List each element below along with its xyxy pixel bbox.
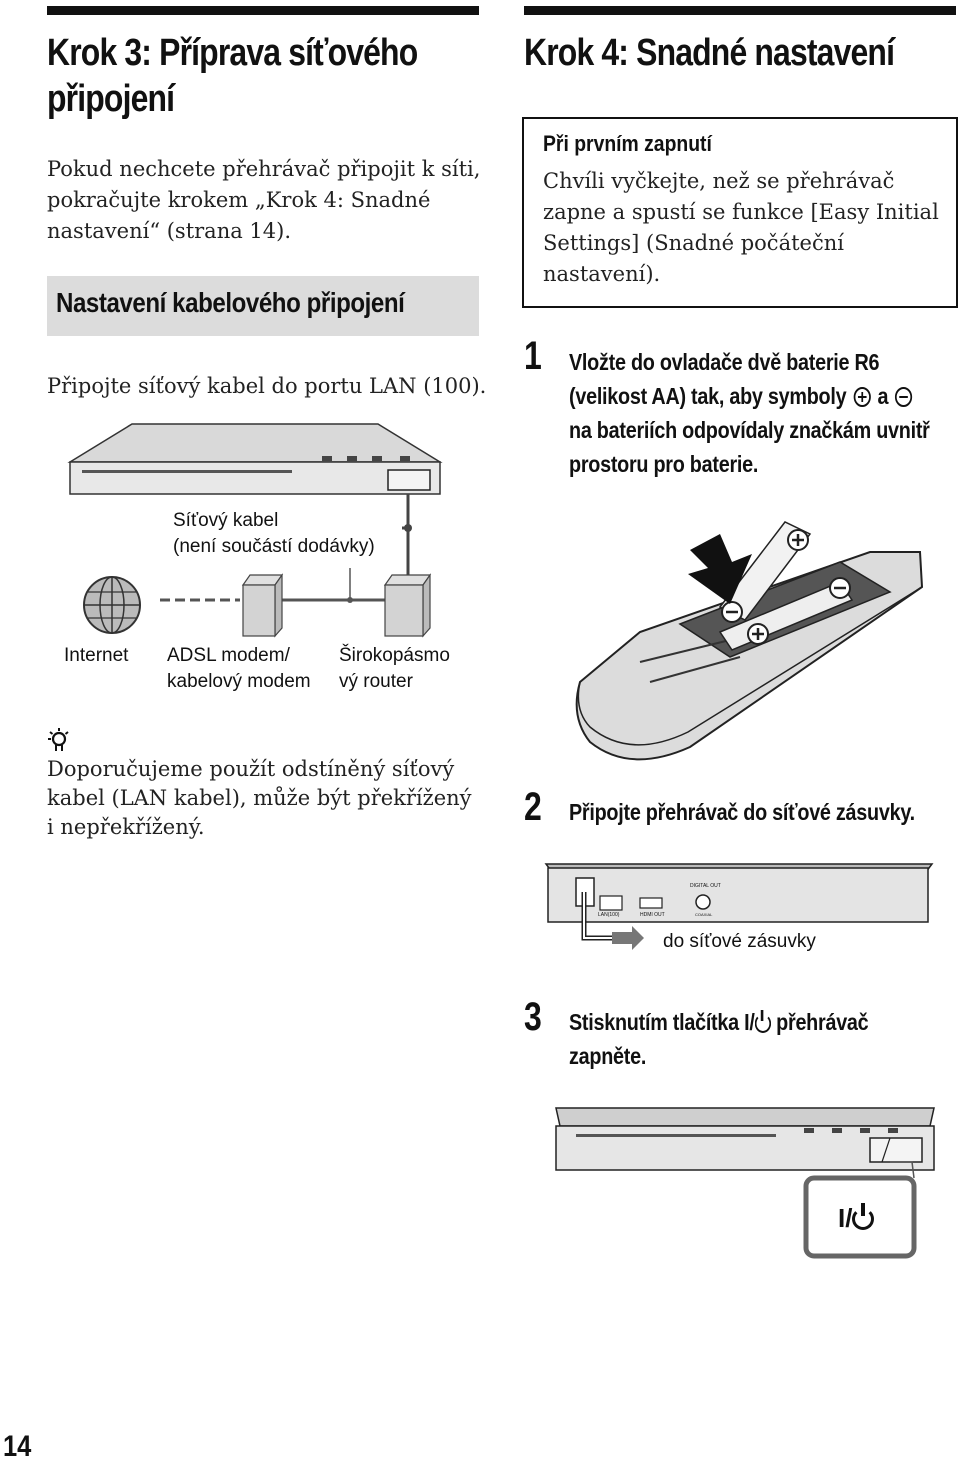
- player-button: [347, 456, 357, 461]
- router-device: [383, 573, 432, 638]
- page-number: 14: [3, 1430, 32, 1463]
- lan-port: [599, 895, 623, 911]
- remote-battery-illustration: [575, 521, 924, 761]
- power-callout-prefix: I/: [838, 1203, 853, 1233]
- cable-label-line2: (není součástí dodávky): [173, 536, 375, 557]
- player-button: [804, 1128, 814, 1133]
- step3-line1b: přehrávač: [776, 1009, 869, 1035]
- rear-digital-label: DIGITAL OUT: [690, 883, 721, 889]
- player-button: [400, 456, 410, 461]
- player-front: [69, 461, 441, 495]
- player-button: [860, 1128, 870, 1133]
- network-diagram: [67, 423, 443, 638]
- player-front-illustration: [555, 1107, 935, 1259]
- connect-text: Připojte síťový kabel do portu LAN (100)…: [47, 374, 487, 398]
- player-rear-panel: [547, 867, 929, 923]
- player-button: [832, 1128, 842, 1133]
- step1-line4: prostoru pro baterie.: [569, 451, 759, 477]
- step2-number: 2: [524, 785, 542, 829]
- rear-coaxial-label: COAXIAL: [695, 912, 713, 917]
- player-top: [67, 423, 443, 463]
- tip-line: Doporučujeme použít odstíněný síťový: [47, 757, 455, 781]
- lan-cable: [402, 494, 410, 530]
- power-symbol-prefix: I/: [744, 1009, 755, 1035]
- intro-line: nastavení“ (strana 14).: [47, 219, 292, 243]
- internet-globe-icon: [83, 576, 141, 634]
- intro-line: pokračujte krokem „Krok 4: Snadné: [47, 188, 431, 212]
- right-title-text: Krok 4: Snadné nastavení: [524, 32, 895, 74]
- router-label-line2: vý router: [339, 671, 413, 692]
- left-intro: Pokud nechcete přehrávač připojit k síti…: [47, 154, 487, 247]
- right-title: Krok 4: Snadné nastavení: [524, 30, 960, 76]
- wired-setup-subhead-text: Nastavení kabelového připojení: [56, 287, 405, 318]
- insert-arrow-icon: [688, 534, 752, 604]
- router-label-line1: Širokopásmo: [339, 645, 450, 666]
- tip-text: Doporučujeme použít odstíněný síťový kab…: [47, 755, 472, 842]
- cable-label: Síťový kabel (není součástí dodávky): [173, 508, 375, 560]
- hdmi-port: [639, 897, 663, 909]
- cable-label-line1: Síťový kabel: [173, 510, 279, 531]
- step1-line3: na bateriích odpovídaly značkám uvnitř: [569, 417, 930, 443]
- tip-line: i nepřekřížený.: [47, 815, 205, 839]
- minus-symbol-icon: [895, 387, 913, 407]
- step1-text: Vložte do ovladače dvě baterie R6 (velik…: [569, 345, 930, 481]
- tip-lightbulb-icon: [48, 728, 69, 751]
- power-callout-label: I/: [838, 1203, 875, 1234]
- left-top-rule: [47, 6, 479, 15]
- step1-line2b: a: [877, 383, 889, 409]
- player-panel: [387, 469, 431, 491]
- box-line: Chvíli vyčkejte, než se přehrávač: [543, 169, 895, 193]
- step3-number: 3: [524, 995, 542, 1039]
- step1-line2: (velikost AA) tak, aby symboly a: [569, 379, 930, 413]
- left-title-line2: připojení: [47, 78, 175, 120]
- power-button-symbol: I/: [744, 1009, 776, 1035]
- player-panel: [869, 1137, 923, 1163]
- player-button: [888, 1128, 898, 1133]
- modem-label: ADSL modem/ kabelový modem: [167, 643, 311, 695]
- disc-slot: [82, 470, 292, 473]
- battery-lying: [718, 577, 854, 651]
- rear-hdmi-label: HDMI OUT: [640, 912, 665, 918]
- internet-label: Internet: [64, 645, 129, 666]
- battery-inserting: [718, 521, 812, 623]
- modem-label-line1: ADSL modem/: [167, 645, 290, 666]
- step2-text: Připojte přehrávač do síťové zásuvky.: [569, 799, 915, 825]
- box-line: Settings] (Snadné počáteční: [543, 231, 844, 255]
- box-body: Chvíli vyčkejte, než se přehrávač zapne …: [543, 166, 939, 290]
- step1-line2a: (velikost AA) tak, aby symboly: [569, 383, 847, 409]
- outlet-arrow-icon: [612, 926, 644, 950]
- player-button: [322, 456, 332, 461]
- left-title-line1: Krok 3: Příprava síťového: [47, 32, 418, 74]
- left-title: Krok 3: Příprava síťového připojení: [47, 30, 488, 122]
- step3-text: Stisknutím tlačítka I/ přehrávač zapněte…: [569, 1005, 869, 1073]
- step3-line1a: Stisknutím tlačítka: [569, 1009, 739, 1035]
- intro-line: Pokud nechcete přehrávač připojit k síti…: [47, 157, 481, 181]
- box-line: nastavení).: [543, 262, 661, 286]
- step3-line1: Stisknutím tlačítka I/ přehrávač: [569, 1005, 869, 1039]
- power-icon: [754, 1010, 771, 1033]
- step3-line2: zapněte.: [569, 1043, 647, 1069]
- player-rear-illustration: [544, 863, 934, 950]
- step1-line1: Vložte do ovladače dvě baterie R6: [569, 349, 880, 375]
- coaxial-port: [695, 894, 711, 910]
- outlet-label: do síťové zásuvky: [663, 931, 816, 952]
- modem-label-line2: kabelový modem: [167, 671, 311, 692]
- box-heading: Při prvním zapnutí: [543, 131, 712, 156]
- tip-line: kabel (LAN kabel), může být překřížený: [47, 786, 472, 810]
- first-power-on-box: Při prvním zapnutí Chvíli vyčkejte, než …: [522, 117, 958, 308]
- step1-number: 1: [524, 334, 542, 378]
- rear-lan-label: LAN(100): [598, 912, 620, 918]
- wired-setup-subhead: Nastavení kabelového připojení: [47, 276, 479, 336]
- right-top-rule: [524, 6, 956, 15]
- router-label: Širokopásmo vý router: [339, 643, 450, 695]
- modem-device: [241, 573, 284, 638]
- box-line: zapne a spustí se funkce [Easy Initial: [543, 200, 939, 224]
- player-button: [372, 456, 382, 461]
- plus-symbol-icon: [853, 387, 871, 407]
- power-icon: [852, 1203, 875, 1230]
